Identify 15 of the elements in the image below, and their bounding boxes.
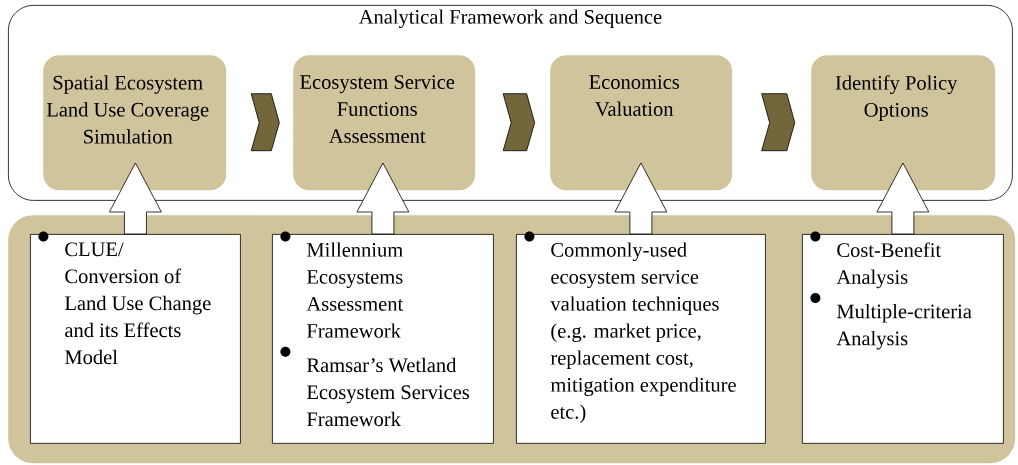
block-arrow bbox=[356, 162, 410, 235]
step-box: Identify Policy Options bbox=[811, 55, 996, 191]
step-box: Economics Valuation bbox=[550, 55, 733, 191]
text-box: Commonly-used ecosystem service valuation techniques (e.g. market price, replacement cost, mitigation expenditure etc.) bbox=[516, 231, 766, 444]
step-box: Spatial Ecosystem Land Use Coverage Simulation bbox=[43, 55, 227, 191]
chevron-arrow bbox=[761, 93, 796, 152]
block-arrow bbox=[876, 162, 930, 235]
text-box: Cost-Benefit Analysis Multiple-criteria Analysis bbox=[802, 231, 1004, 444]
chevron-arrow bbox=[250, 93, 280, 152]
block-arrow bbox=[614, 162, 668, 235]
step-box: Ecosystem Service Functions Assessment bbox=[293, 55, 476, 191]
block-arrow bbox=[109, 162, 162, 235]
text-box: Millennium Ecosystems Assessment Framework Ramsar’s Wetland Ecosystem Services Framework bbox=[272, 231, 494, 444]
chevron-arrow bbox=[502, 93, 536, 152]
text-box: CLUE/ Conversion of Land Use Change and its Effects Model bbox=[30, 231, 241, 444]
